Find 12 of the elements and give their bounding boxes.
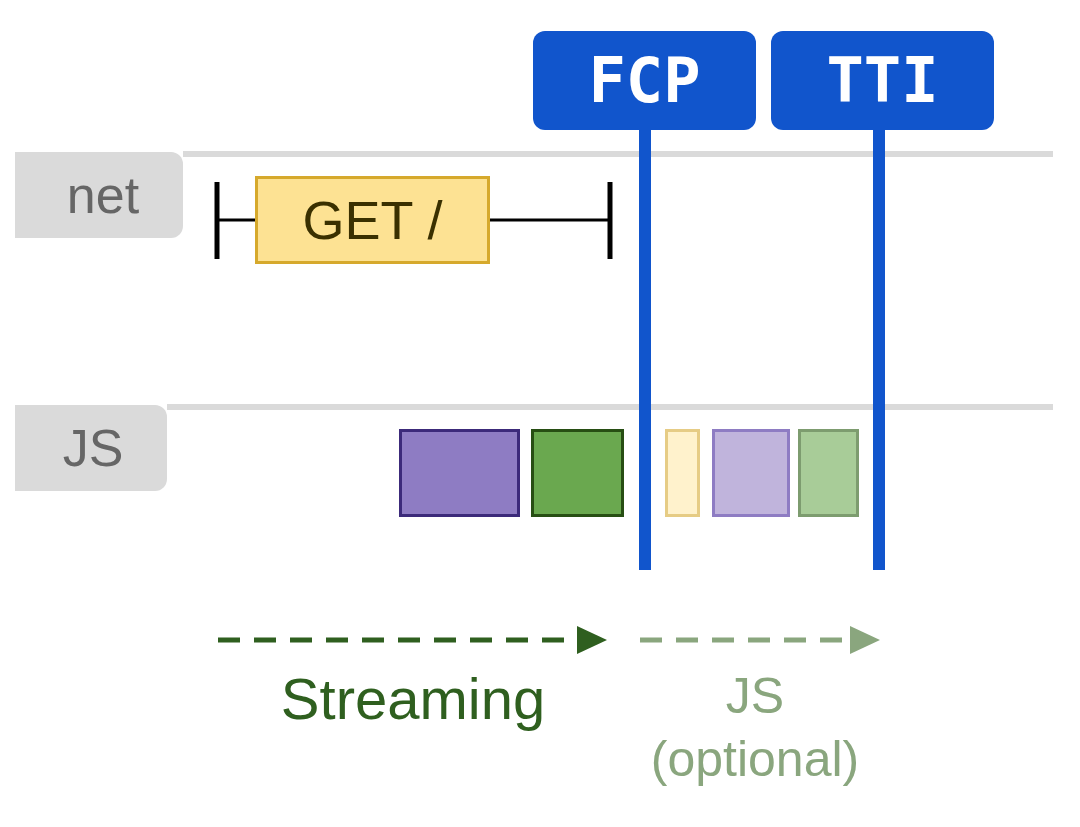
row-label-tab: JS [15,405,167,491]
task-block [665,429,700,517]
row-label-tab: net [15,152,183,238]
milestone-marker: FCP [533,31,756,130]
phase-label: JS (optional) [649,667,861,789]
phase-label: Streaming [279,665,547,733]
request-bar: GET / [255,176,490,264]
task-block [531,429,624,517]
milestone-marker: TTI [771,31,994,130]
task-block [712,429,790,517]
task-block [399,429,520,517]
task-block [798,429,859,517]
